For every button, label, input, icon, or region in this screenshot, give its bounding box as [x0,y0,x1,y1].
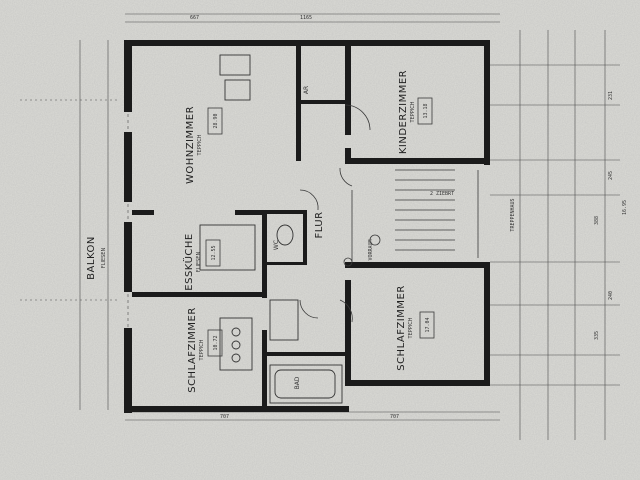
area-tags: 28.90 13.18 12.55 10.72 17.04 [205,97,435,357]
room-schlafzimmer1-floor: TEPPICH [199,339,205,361]
room-ar-label: AR [303,86,310,94]
dim-right-1: 231 [608,91,614,100]
area-schlafzimmer1: 10.72 [213,335,219,350]
dim-right-2: 245 [608,171,614,180]
room-bad-label: BAD [294,376,301,389]
room-labels: BALKON FLIESEN WOHNZIMMER TEPPICH ESSKÜC… [86,70,516,393]
dim-right-5: 335 [594,331,600,340]
area-kinderzimmer: 13.18 [423,103,429,118]
area-schlafzimmer2: 17.04 [425,317,431,332]
vorraum-label: VORRAUM [368,239,374,260]
room-schlafzimmer2-label: SCHLAFZIMMER [396,285,407,371]
room-esskueche-floor: FLIESEN [196,252,202,273]
dim-top-left: 667 [190,15,199,21]
dim-right-6: 16.95 [622,200,628,215]
dim-bottom-right: 707 [390,414,399,420]
room-balkon-floor: FLIESEN [101,248,107,269]
room-balkon-label: BALKON [86,236,97,280]
area-esskueche: 12.55 [211,245,217,260]
area-wohnzimmer: 28.90 [213,113,219,128]
walls [124,40,490,413]
room-kinderzimmer-floor: TEPPICH [410,101,416,123]
room-esskueche-label: ESSKÜCHE [182,233,195,290]
dim-stair: 2 ZIEBRT [430,191,454,197]
room-flur-label: FLUR [314,211,325,238]
dimension-numbers: 667 1165 707 707 231 245 388 240 335 16.… [190,15,628,420]
room-wohnzimmer-floor: TEPPICH [197,134,203,156]
room-wc-label: WC [273,240,280,250]
room-kinderzimmer-label: KINDERZIMMER [398,70,409,154]
dim-right-4: 240 [608,291,614,300]
room-wohnzimmer-label: WOHNZIMMER [185,106,196,184]
dim-bottom-left: 707 [220,414,229,420]
treppenhaus-label: TREPPENHAUS [510,198,516,231]
dim-right-3: 388 [594,216,600,225]
dim-top-mid: 1165 [300,15,312,21]
fixtures [199,54,479,404]
room-schlafzimmer1-label: SCHLAFZIMMER [187,307,198,393]
room-schlafzimmer2-floor: TEPPICH [408,317,414,339]
